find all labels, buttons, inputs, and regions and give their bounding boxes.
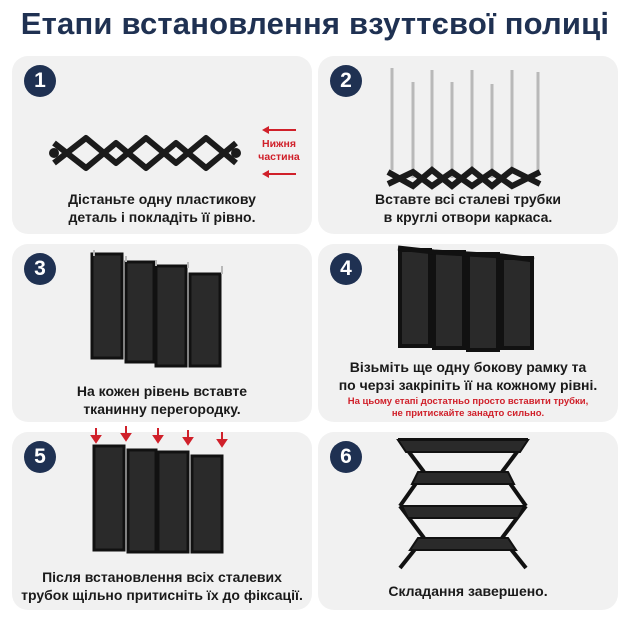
bottom-part-marker: Нижня частина <box>248 122 310 184</box>
step-3-card: 3 На кожен рівень вставте тканинну перег… <box>12 244 312 422</box>
step-number: 5 <box>24 441 56 473</box>
step-number: 4 <box>330 253 362 285</box>
caption-line: в круглі отвори каркаса. <box>383 209 553 225</box>
side-label-line: Нижня <box>262 138 296 150</box>
assembled-shoe-rack-illustration <box>396 438 530 570</box>
step-number: 1 <box>24 65 56 97</box>
step-2-card: 2 Вставте всі сталеві трубки в круглі от… <box>318 56 618 234</box>
caption-line: Складання завершено. <box>388 583 548 599</box>
note-line: не притискайте занадто сильно. <box>391 408 545 419</box>
step-number: 2 <box>330 65 362 97</box>
caption-line: деталь і покладіть її рівно. <box>68 209 256 225</box>
step-number: 3 <box>24 253 56 285</box>
caption-line: Візьміть ще одну бокову рамку та <box>349 359 587 375</box>
caption-line: Вставте всі сталеві трубки <box>375 191 561 207</box>
step-number: 6 <box>330 441 362 473</box>
step-1-card: 1 Нижня частина Дістаньте одну пластиков… <box>12 56 312 234</box>
caption-line: тканинну перегородку. <box>83 401 241 417</box>
caption-line: На кожен рівень вставте <box>76 383 248 399</box>
fabric-partitions-illustration <box>90 250 223 368</box>
side-label-line: частина <box>258 151 300 163</box>
note-line: На цьому етапі достатньо просто вставити… <box>347 396 589 407</box>
steel-tubes-frame-illustration <box>386 68 542 190</box>
caption-line: Дістаньте одну пластикову <box>68 191 256 207</box>
step-5-card: 5 Після встановлення всіх сталевих трубо… <box>12 426 312 610</box>
press-tubes-illustration <box>90 426 228 554</box>
plastic-zigzag-part-illustration <box>49 135 241 171</box>
page-title: Етапи встановлення взуттєвої полиці <box>20 6 610 41</box>
caption-line: по черзі закріпіть її на кожному рівні. <box>338 377 598 393</box>
caption-line: Після встановлення всіх сталевих <box>42 569 282 585</box>
step-6-card: 6 Складання завершено. <box>318 432 618 610</box>
caption-line: трубок щільно притисніть їх до фіксації. <box>21 587 303 603</box>
step-4-card: 4 Візьміть ще одну бокову рамку та по че… <box>318 244 618 422</box>
side-frame-attach-illustration <box>397 245 535 352</box>
